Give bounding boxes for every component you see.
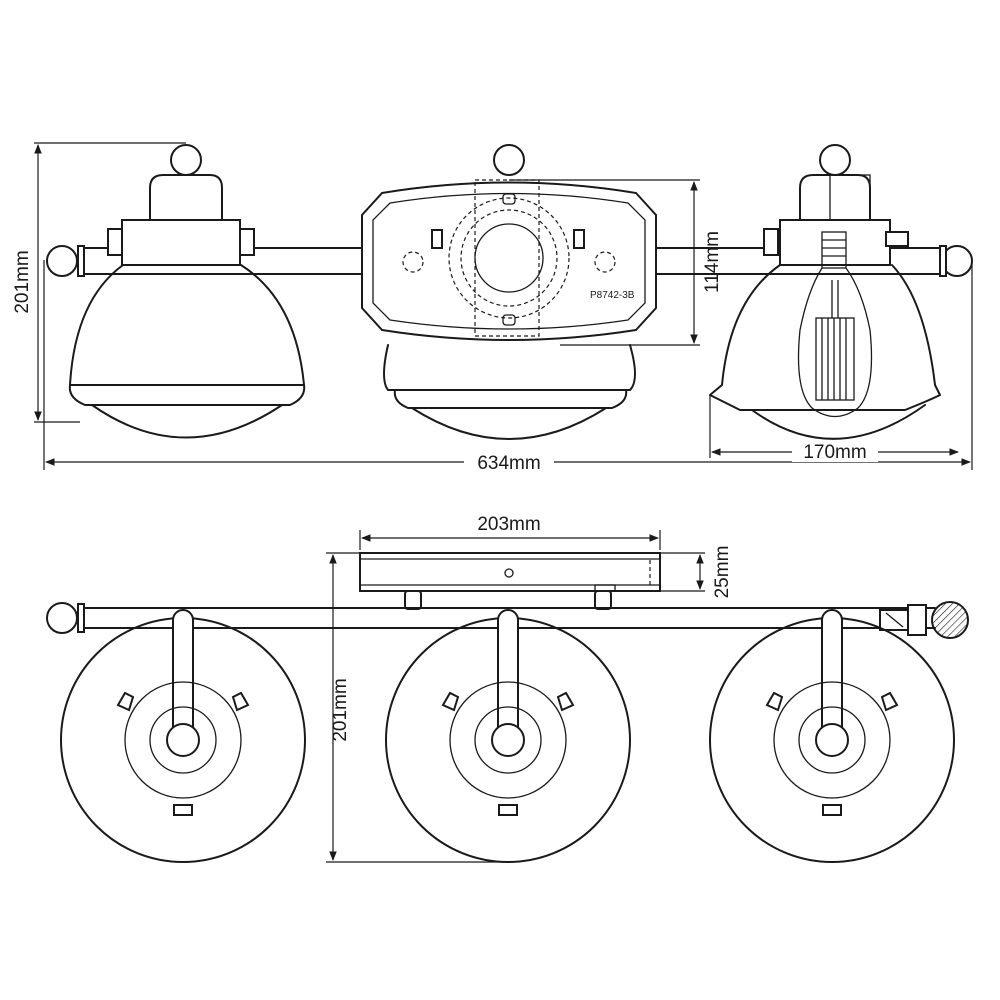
backplate xyxy=(361,181,657,341)
bulb xyxy=(797,231,873,418)
dim-projection: 170mm xyxy=(803,442,866,463)
top-shade-right xyxy=(709,609,955,863)
left-shade xyxy=(68,144,306,439)
dim-front-height: 201mm xyxy=(12,250,33,313)
dim-top-view-depth: 201mm xyxy=(330,678,351,741)
front-view: P8742-3B xyxy=(12,142,973,474)
top-shade-left xyxy=(60,609,306,863)
center-shade: P8742-3B xyxy=(361,144,657,440)
dim-backplate-height: 114mm xyxy=(702,231,723,293)
top-shade-center xyxy=(385,609,631,863)
top-view: 203mm 25mm 201mm xyxy=(46,514,969,863)
right-shade xyxy=(709,144,941,440)
left-finial xyxy=(46,245,78,277)
dim-backplate-depth: 25mm xyxy=(712,546,733,599)
dim-overall-width: 634mm xyxy=(477,453,540,474)
dim-backplate-width: 203mm xyxy=(477,514,540,535)
hatched-finial xyxy=(931,601,969,639)
part-number: P8742-3B xyxy=(590,290,635,301)
